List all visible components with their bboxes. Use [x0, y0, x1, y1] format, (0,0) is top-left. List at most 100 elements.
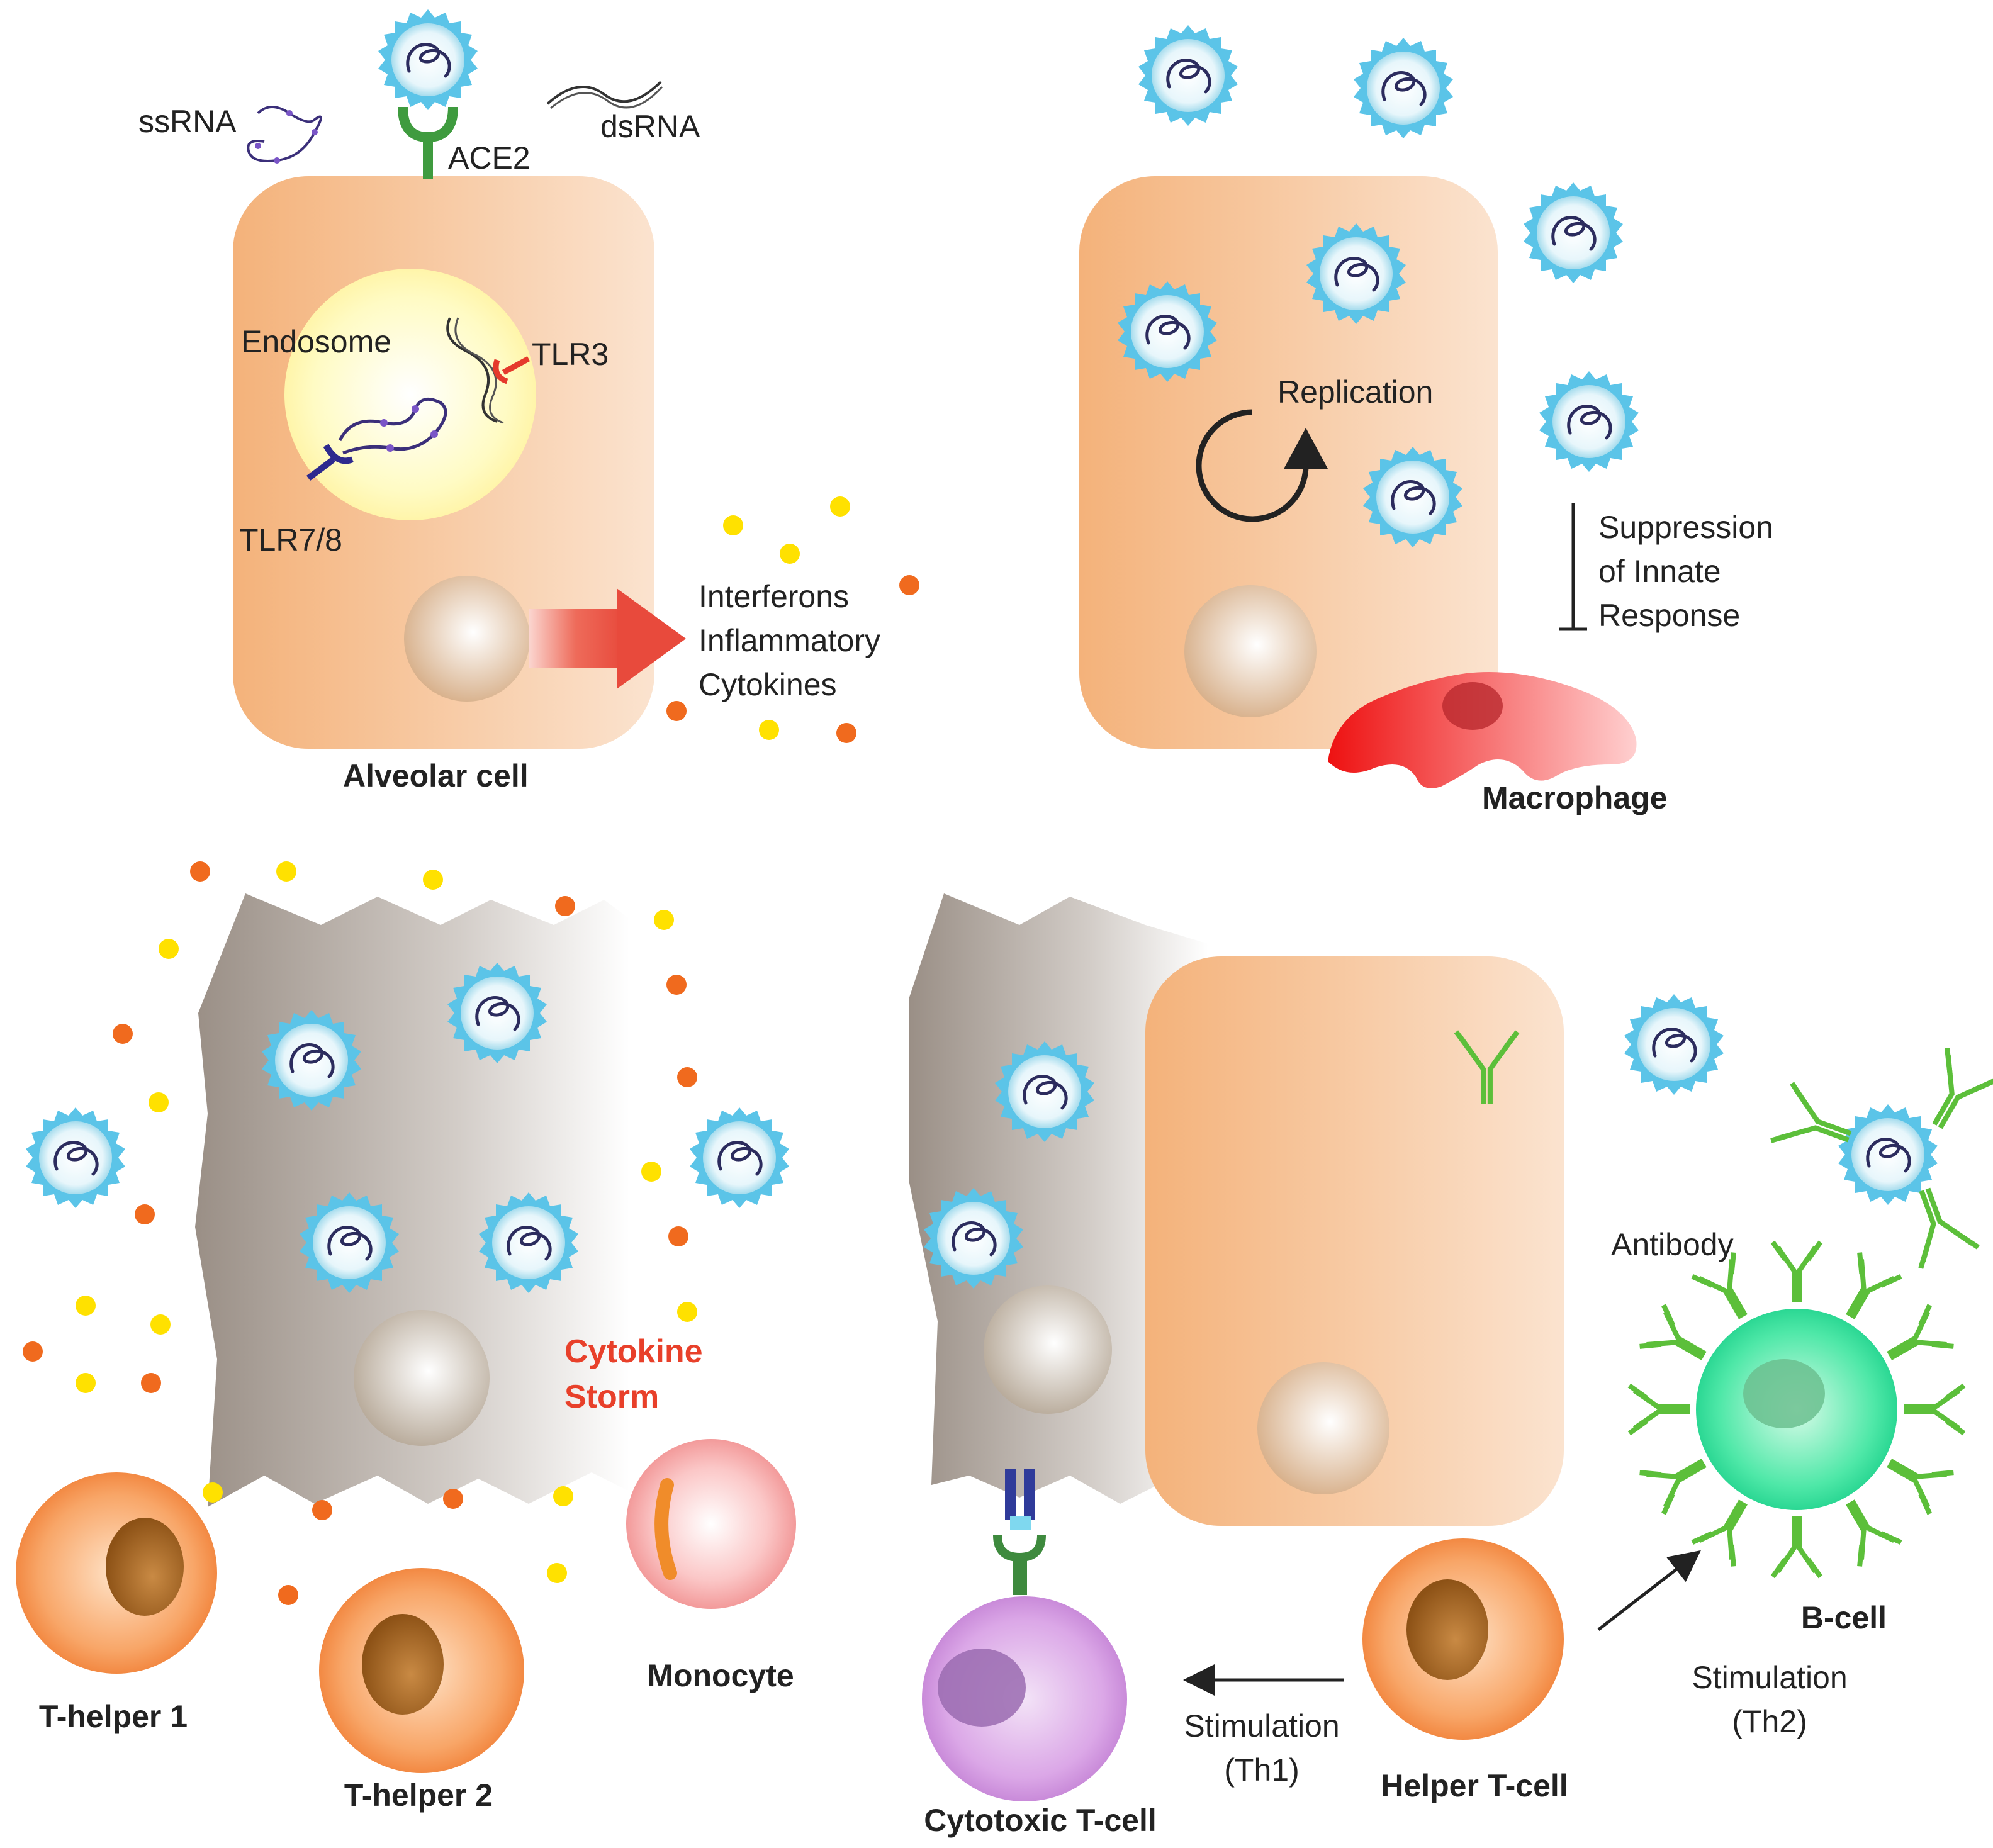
cytotoxic-t-cell-label: Cytotoxic T-cell: [924, 1803, 1157, 1838]
monocyte-label: Monocyte: [647, 1658, 794, 1693]
antibody-label: Antibody: [1611, 1227, 1734, 1262]
cytokine-dot: [276, 861, 296, 882]
virus-icon: [378, 9, 478, 110]
cytokine-dot: [677, 1067, 697, 1087]
tlr3-label: TLR3: [532, 337, 609, 372]
cytokine-dot: [443, 1489, 463, 1509]
cytokine-dot: [76, 1296, 96, 1316]
endosome: [284, 269, 536, 520]
panel-adaptive-response: Antibody B-cell: [909, 893, 1993, 1838]
cytokine-dot: [836, 723, 856, 743]
stimulation-th2-arrow: [1597, 1550, 1701, 1631]
t-helper-1-cell: [16, 1472, 217, 1674]
virus-icon: [1524, 182, 1623, 283]
cytokine-storm-label-2: Storm: [564, 1379, 659, 1415]
ace2-label: ACE2: [448, 140, 531, 176]
endosomal-dsrna: [446, 317, 504, 424]
mhc-tcr-complex: [993, 1469, 1046, 1595]
helper-t-cell-label: Helper T-cell: [1381, 1768, 1568, 1803]
cytokine-dot: [668, 1226, 688, 1246]
nucleus: [354, 1310, 490, 1446]
virus-icon: [1354, 38, 1453, 138]
tlr78-label: TLR7/8: [239, 522, 342, 557]
macrophage: [1328, 672, 1637, 788]
virus-icon: [26, 1107, 125, 1208]
cytokine-dot: [553, 1486, 573, 1506]
suppression-label-1: Suppression: [1598, 510, 1773, 545]
cytokine-dot: [190, 861, 210, 882]
endosomal-ssrna: [338, 397, 447, 455]
cytokine-dot: [666, 975, 687, 995]
cytokine-dot: [135, 1204, 155, 1224]
cytokine-dot: [149, 1092, 169, 1112]
macrophage-label: Macrophage: [1482, 780, 1668, 815]
suppression-label-2: of Innate: [1598, 554, 1721, 589]
interferons-label: Interferons: [699, 579, 849, 614]
nucleus: [404, 576, 530, 702]
cytokine-dot: [547, 1563, 567, 1583]
cytotoxic-t-cell: [922, 1596, 1127, 1801]
virus-icon: [1138, 25, 1238, 126]
inhibition-line: [1559, 503, 1587, 631]
dsrna-label: dsRNA: [600, 109, 700, 144]
stimulation-th1-label-1: Stimulation: [1184, 1708, 1339, 1744]
cytokine-dot: [723, 515, 743, 535]
t-helper-1-label: T-helper 1: [39, 1699, 188, 1734]
dsrna-strand: [546, 81, 663, 109]
ace2-receptor: [398, 106, 458, 179]
panel-replication: Replication Suppression of Innate Respon…: [1079, 25, 1773, 815]
cytokine-dot: [759, 720, 779, 740]
monocyte-cell: [626, 1439, 796, 1609]
replication-label: Replication: [1277, 374, 1433, 410]
stimulation-th2-label-1: Stimulation: [1692, 1660, 1847, 1695]
cytokine-dot: [159, 939, 179, 959]
b-cell-label: B-cell: [1801, 1600, 1887, 1635]
cytokine-dot: [312, 1500, 332, 1520]
panel-infection: ssRNA ACE2 dsRNA Endosome TLR3 TLR7/8 In…: [138, 9, 919, 793]
nucleus: [1257, 1362, 1389, 1494]
t-helper-2-cell: [319, 1568, 524, 1773]
cytokine-dot: [641, 1162, 661, 1182]
nucleus: [1184, 585, 1317, 717]
ssrna-strand: [247, 106, 322, 164]
panel-cytokine-storm: Cytokine Storm T-helper 1: [16, 861, 796, 1813]
virus-icon: [1624, 994, 1724, 1095]
tlr3-receptor: [493, 356, 531, 384]
stimulation-th2-label-2: (Th2): [1732, 1704, 1807, 1739]
cytokine-dot: [654, 910, 674, 930]
cytokine-dot: [423, 870, 443, 890]
healthy-cell-body: [1145, 956, 1564, 1526]
suppression-label-3: Response: [1598, 598, 1740, 633]
cytokine-dot: [113, 1024, 133, 1044]
t-helper-2-label: T-helper 2: [344, 1778, 493, 1813]
cytokine-dot: [23, 1341, 43, 1362]
helper-t-cell: [1362, 1538, 1564, 1740]
tlr78-receptor: [306, 444, 354, 481]
neutralized-virus: [1771, 1048, 1993, 1268]
cytokine-storm-label-1: Cytokine: [564, 1333, 703, 1370]
cytokine-dot: [203, 1482, 223, 1503]
cytokine-dot: [278, 1585, 298, 1605]
cytokine-dot: [555, 896, 575, 916]
alveolar-cell-label: Alveolar cell: [343, 758, 529, 793]
stimulation-th1-label-2: (Th1): [1224, 1752, 1299, 1788]
cytokine-dot: [899, 575, 919, 595]
cytokine-dot: [830, 496, 850, 517]
virus-icon: [1539, 371, 1639, 472]
nucleus: [984, 1285, 1112, 1414]
cytokine-dot: [677, 1302, 697, 1322]
inflammatory-label: Inflammatory: [699, 623, 880, 658]
replication-arrow: [1196, 409, 1328, 522]
cytokine-dot: [150, 1314, 171, 1335]
cytokine-dot: [780, 544, 800, 564]
endosome-label: Endosome: [241, 324, 391, 359]
cytokines-label: Cytokines: [699, 667, 837, 702]
cytokine-dot: [76, 1373, 96, 1393]
cytokine-dot: [666, 701, 687, 721]
signaling-arrow: [529, 588, 686, 689]
ssrna-label: ssRNA: [138, 104, 237, 139]
cytokine-dot: [141, 1373, 161, 1393]
virus-icon: [690, 1107, 789, 1208]
